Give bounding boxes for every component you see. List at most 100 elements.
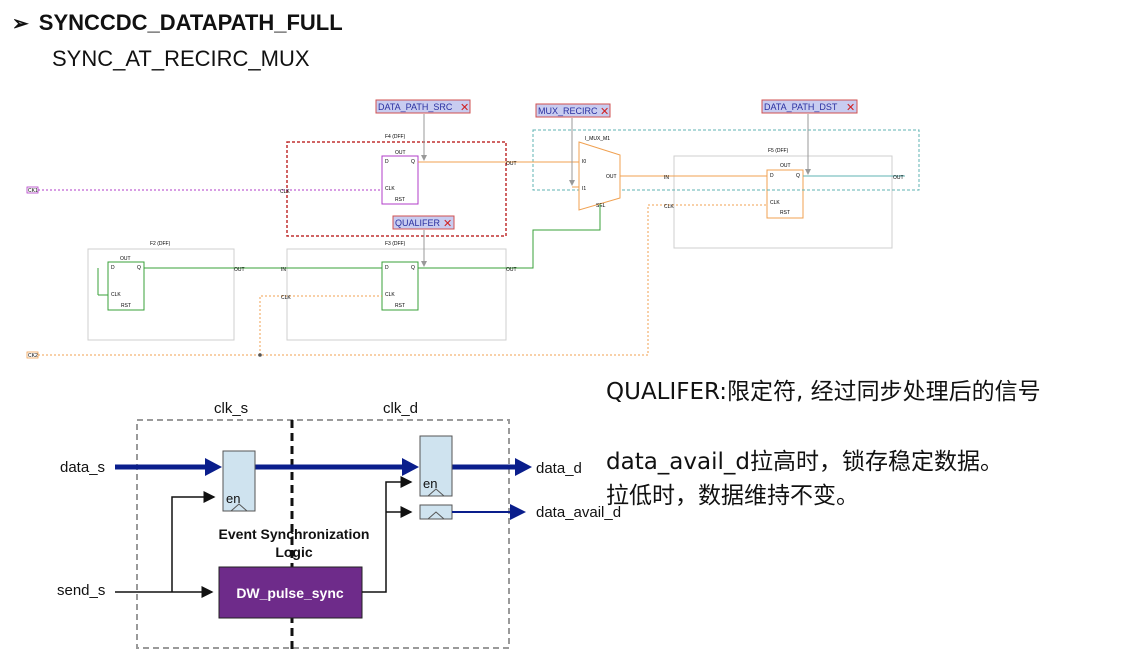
data-d-label: data_d <box>536 460 582 477</box>
data-avail-label: data_avail_d <box>536 504 621 521</box>
f4-d-label: D <box>385 159 389 165</box>
avail-register-clock-icon <box>427 511 445 520</box>
f5-q-label: Q <box>796 173 800 179</box>
ck2-label: CK2 <box>28 353 38 359</box>
f5-label: F5 (DFF) <box>768 148 789 154</box>
ck2-branch-wire <box>259 295 382 355</box>
mid-data-arrowhead <box>402 458 419 476</box>
f2-block <box>87 248 235 341</box>
f5-clk-label: CLK <box>770 200 780 206</box>
src-register <box>222 450 256 512</box>
top-schematic: F4 (DFF) OUT D Q CLK RST F3 (DFF) D Q CL… <box>26 99 920 359</box>
f4-out-label: OUT <box>395 150 406 156</box>
mux-i0-label: I0 <box>582 159 586 165</box>
send-to-en-wire <box>171 491 216 592</box>
f2-rst-label: RST <box>121 303 131 309</box>
pulse-out-wire <box>362 476 413 593</box>
f3-clk-port: CLK <box>281 295 291 301</box>
mux-i1-label: I1 <box>582 186 586 192</box>
f4-block <box>286 141 507 237</box>
mux-label: I_MUX_M1 <box>585 136 610 142</box>
mux-region <box>532 129 920 191</box>
hold-note: 拉低时，数据维持不变。 <box>606 483 859 509</box>
f5-out-label: OUT <box>780 163 791 169</box>
heading-subtitle: SYNC_AT_RECIRC_MUX <box>52 46 310 71</box>
f3-label: F3 (DFF) <box>385 241 406 247</box>
tag-data-path-src-label: DATA_PATH_SRC <box>378 102 453 112</box>
heading-title: SYNCCDC_DATAPATH_FULL <box>38 10 343 35</box>
f5-dff <box>766 169 804 219</box>
latch-note: data_avail_d拉高时，锁存稳定数据。 <box>606 449 1003 475</box>
f4-q-label: Q <box>411 159 415 165</box>
f3-d-label: D <box>385 265 389 271</box>
close-icon[interactable]: ✕ <box>443 217 452 230</box>
f3-dff <box>381 261 419 311</box>
f3-out-port: OUT <box>506 267 517 273</box>
src-register-clock-icon <box>230 503 248 512</box>
pulse-sync-block <box>218 566 363 619</box>
f2-d-label: D <box>111 265 115 271</box>
ck2-junction <box>258 353 262 357</box>
tag-data-path-dst[interactable]: DATA_PATH_DST ✕ <box>761 99 858 114</box>
data-d-arrowhead <box>515 458 532 476</box>
f4-dff <box>381 155 419 205</box>
ck1-label: CK1 <box>28 188 38 194</box>
f3-rst-label: RST <box>395 303 405 309</box>
close-icon[interactable]: ✕ <box>460 101 469 114</box>
f5-clk-port: CLK <box>664 204 674 210</box>
f4-rst-label: RST <box>395 197 405 203</box>
f4-clk-port: CLK <box>280 189 290 195</box>
send-s-label: send_s <box>57 582 105 599</box>
f2-dff <box>107 261 145 311</box>
mux-out-label: OUT <box>606 174 617 180</box>
dst-register-clock-icon <box>427 488 445 497</box>
dst-register <box>419 435 453 497</box>
f3-q-label: Q <box>411 265 415 271</box>
f5-d-label: D <box>770 173 774 179</box>
f4-clk-label: CLK <box>385 186 395 192</box>
f3-to-sel-wire <box>418 204 601 269</box>
heading: ➢ SYNCCDC_DATAPATH_FULL <box>12 10 343 36</box>
tag-mux-recirc-label: MUX_RECIRC <box>538 106 598 116</box>
esl-label-line2: Logic <box>275 544 313 560</box>
esl-boundary <box>136 419 510 649</box>
f2-out-label: OUT <box>120 256 131 262</box>
esl-label-line1: Event Synchronization <box>219 526 370 542</box>
close-icon[interactable]: ✕ <box>600 105 609 118</box>
f2-q-label: Q <box>137 265 141 271</box>
tag-qualifer[interactable]: QUALIFER ✕ <box>392 215 455 230</box>
f2-out-port: OUT <box>234 267 245 273</box>
ck2-port <box>26 351 39 359</box>
f3-clk-label: CLK <box>385 292 395 298</box>
data-s-label: data_s <box>60 459 105 476</box>
f2-clk-wire <box>97 268 108 296</box>
f4-out-port: OUT <box>506 161 517 167</box>
dst-register-en: en <box>423 476 437 491</box>
f5-rst-label: RST <box>780 210 790 216</box>
f5-block <box>673 155 893 249</box>
src-register-en: en <box>226 491 240 506</box>
tag-data-path-src[interactable]: DATA_PATH_SRC ✕ <box>375 99 471 114</box>
bottom-schematic: clk_s clk_d data_s data_d en en data_ava… <box>57 400 621 652</box>
ck1-port <box>26 186 39 194</box>
clk-s-label: clk_s <box>214 400 248 417</box>
data-s-arrowhead <box>205 458 222 476</box>
tag-data-path-dst-label: DATA_PATH_DST <box>764 102 838 112</box>
f5-out-port: OUT <box>893 175 904 181</box>
clk-d-label: clk_d <box>383 400 418 417</box>
qualifer-note: QUALIFER:限定符, 经过同步处理后的信号 <box>606 379 1041 405</box>
f3-block <box>286 248 507 341</box>
tag-mux-recirc[interactable]: MUX_RECIRC ✕ <box>535 103 611 118</box>
mux-sel-label: SEL <box>596 203 606 209</box>
bullet-arrow-icon: ➢ <box>12 13 29 35</box>
f5-in-port: IN <box>664 175 669 181</box>
ck2-wire <box>38 204 767 356</box>
f4-label: F4 (DFF) <box>385 134 406 140</box>
pulse-sync-label: DW_pulse_sync <box>236 585 344 601</box>
close-icon[interactable]: ✕ <box>846 101 855 114</box>
tag-qualifer-label: QUALIFER <box>395 218 441 228</box>
f3-in-port: IN <box>281 267 286 273</box>
f2-label: F2 (DFF) <box>150 241 171 247</box>
f2-clk-label: CLK <box>111 292 121 298</box>
